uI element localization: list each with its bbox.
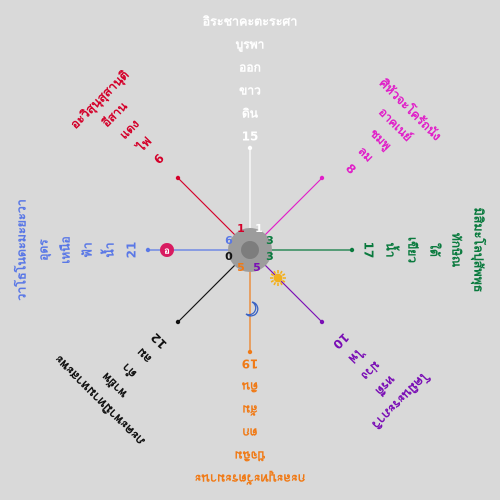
- label-west-line-3: ฟ้า: [81, 242, 95, 257]
- label-north-line-3: ขาว: [239, 84, 261, 98]
- label-group-east: มิสิมะโลปุสัพพุธ ทักษิณ ใต้ เขียว น้ำ 17: [362, 208, 487, 293]
- label-south-line-0: กะละบูทะวัตระมานะ: [195, 471, 306, 487]
- label-north-line-0: อิระชาคะตะระศา: [202, 14, 297, 29]
- label-south-line-2: ตก: [242, 426, 257, 440]
- label-north-line-4: ดิน: [242, 107, 259, 121]
- hub-number-south: 5: [237, 261, 245, 274]
- label-north-line-2: ออก: [239, 61, 261, 75]
- label-group-west: วาโธโนดะมะยะวา อุดร เหนือ ฟ้า น้ำ 21: [14, 199, 139, 301]
- hub-number-east2: 3: [266, 250, 274, 263]
- label-south-line-4: ดิน: [241, 380, 258, 394]
- ray-end-dot-west: [145, 247, 151, 253]
- label-north-line-1: บูรพา: [236, 38, 265, 53]
- planet-icons: อ: [160, 243, 286, 317]
- hub-number-east: 3: [266, 234, 274, 247]
- rahu-badge-icon: อ: [160, 243, 174, 257]
- label-west-line-4: น้ำ: [100, 243, 117, 258]
- label-east-line-5: 17: [362, 242, 376, 259]
- rahu-badge-glyph: อ: [164, 247, 169, 257]
- label-south-line-5: 19: [242, 357, 259, 371]
- label-west-line-1: อุดร: [37, 239, 52, 261]
- label-west-line-0: วาโธโนดะมะยะวา: [14, 199, 29, 301]
- ray-end-dot-northwest: [175, 175, 181, 181]
- ray-end-dot-north: [247, 145, 253, 151]
- label-east-line-2: ใต้: [428, 243, 443, 257]
- ray-end-dot-east: [349, 247, 355, 253]
- ray-end-dot-southwest: [175, 319, 181, 325]
- ray-end-dot-southeast: [319, 319, 325, 325]
- label-north-line-5: 15: [242, 130, 259, 144]
- label-east-line-0: มิสิมะโลปุสัพพุธ: [471, 208, 487, 293]
- hub-number-west: 6: [225, 234, 233, 247]
- hub-inner: [241, 241, 259, 259]
- label-south-line-1: ปัจฉิม: [235, 449, 266, 463]
- label-west-line-5: 21: [125, 242, 139, 259]
- hub-number-northwest: 1: [237, 222, 245, 235]
- label-east-line-1: ทักษิณ: [450, 233, 464, 267]
- label-east-line-4: น้ำ: [384, 243, 401, 258]
- hub-number-southwest: 0: [225, 250, 233, 263]
- sun-icon: [270, 270, 286, 286]
- hub-number-southeast: 5: [253, 261, 261, 274]
- ray-end-dot-northeast: [319, 175, 325, 181]
- hub-number-north: 1: [255, 222, 263, 235]
- label-south-line-3: ส้ม: [242, 403, 257, 417]
- label-west-line-2: เหนือ: [59, 236, 73, 263]
- crescent-moon-icon: [245, 301, 259, 317]
- label-group-south: กะละบูทะวัตระมานะ ปัจฉิม ตก ส้ม ดิน 19: [195, 357, 306, 487]
- ray-end-dot-south: [247, 349, 253, 355]
- label-east-line-3: เขียว: [406, 237, 420, 263]
